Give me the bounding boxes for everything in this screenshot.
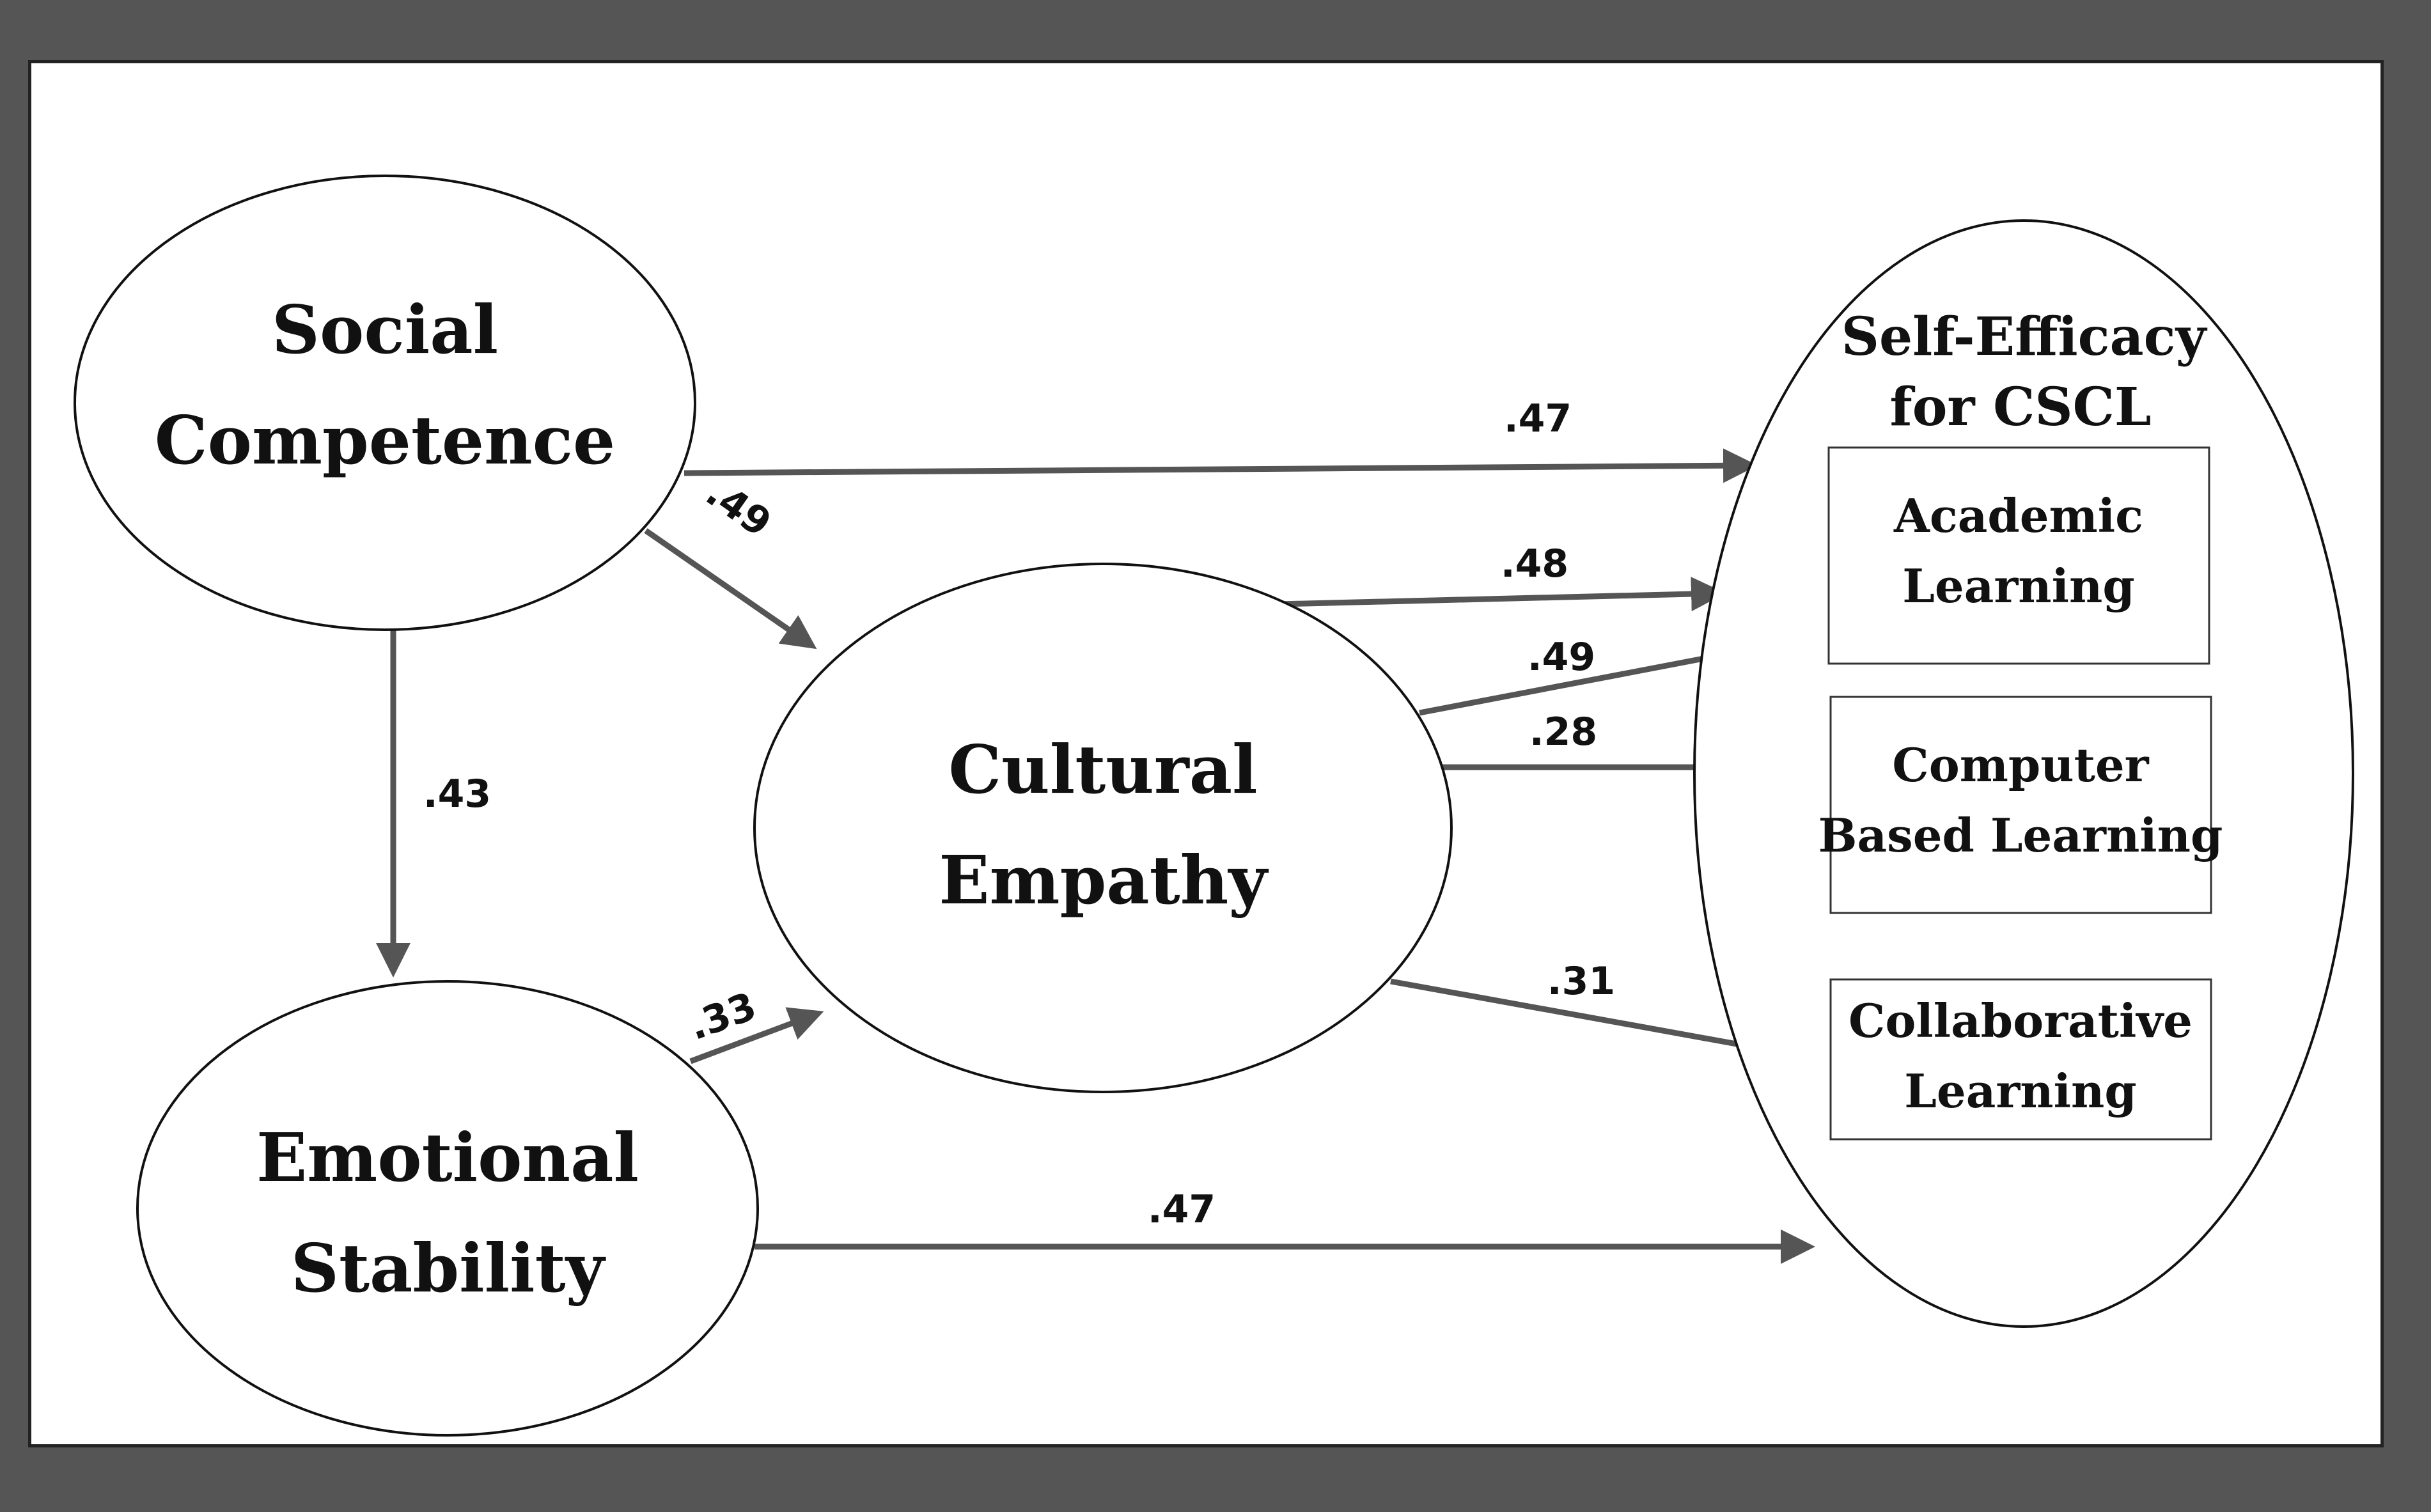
- node-cultural-empathy: [753, 563, 1453, 1093]
- arrow-sc-to-ce: [644, 528, 817, 650]
- node-label-self-efficacy-1: Self-Efficacy: [1841, 306, 2208, 368]
- coef-sc-to-es: .43: [423, 772, 491, 816]
- coef-ce-to-academic: .49: [1528, 635, 1595, 680]
- arrow-es-to-ce: [689, 1007, 824, 1064]
- coef-ce-to-collaborative: .31: [1547, 959, 1615, 1004]
- box-academic-learning: [1827, 446, 2210, 665]
- box-label-computer-2: Based Learning: [1818, 808, 2223, 862]
- box-collaborative-learning: [1829, 978, 2212, 1141]
- arrow-sc-to-se: [684, 448, 1758, 483]
- node-label-cultural-empathy-1: Cultural: [948, 730, 1257, 809]
- arrow-ce-to-se: [1278, 577, 1726, 612]
- node-label-cultural-empathy-2: Empathy: [939, 841, 1269, 919]
- box-label-academic-2: Learning: [1902, 559, 2134, 613]
- coef-es-to-se: .47: [1148, 1187, 1216, 1232]
- node-label-social-competence-2: Competence: [155, 401, 615, 479]
- box-label-academic-1: Academic: [1893, 488, 2143, 543]
- box-label-computer-1: Computer: [1892, 738, 2149, 792]
- coef-ce-to-computer: .28: [1529, 710, 1597, 754]
- box-computer-based-learning: [1829, 696, 2212, 914]
- node-label-emotional-stability-1: Emotional: [256, 1118, 639, 1197]
- node-label-social-competence-1: Social: [272, 290, 498, 369]
- arrow-ce-to-collaborative: [1390, 978, 1802, 1067]
- node-emotional-stability: [136, 980, 759, 1437]
- coef-sc-to-se: .47: [1504, 396, 1572, 441]
- node-social-competence: [74, 175, 696, 631]
- coef-sc-to-ce: .49: [698, 471, 779, 546]
- box-label-collaborative-1: Collaborative: [1849, 994, 2193, 1048]
- coef-ce-to-se: .48: [1501, 542, 1568, 586]
- box-label-collaborative-2: Learning: [1904, 1064, 2136, 1118]
- node-label-self-efficacy-2: for CSCL: [1889, 377, 2151, 438]
- node-label-emotional-stability-2: Stability: [291, 1229, 606, 1307]
